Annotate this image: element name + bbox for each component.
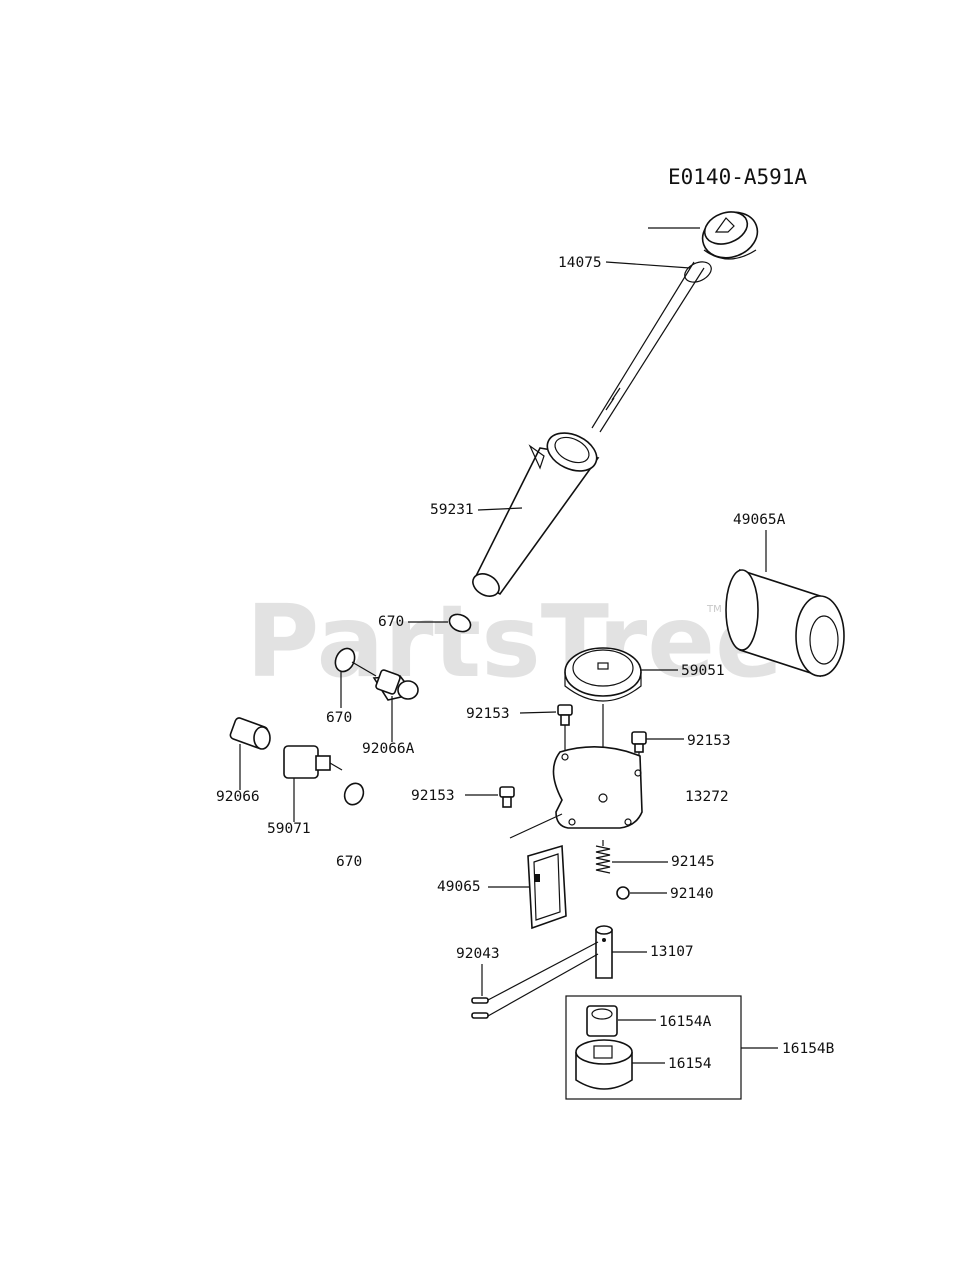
- leader-59231: [477, 507, 523, 511]
- label-13107: 13107: [650, 944, 694, 960]
- ball-icon: [616, 886, 630, 900]
- pin-guide-line-a: [487, 941, 599, 1001]
- label-670-mid: 670: [326, 710, 352, 726]
- o-ring-670-bottom-icon: [343, 782, 365, 806]
- label-92066A: 92066A: [362, 741, 415, 757]
- label-59051: 59051: [681, 663, 725, 679]
- dipstick-rod-icon: [591, 261, 705, 433]
- outer-rotor-icon: [575, 1039, 633, 1090]
- oil-screen-icon: [527, 844, 567, 930]
- label-92066: 92066: [216, 789, 260, 805]
- inner-rotor-icon: [586, 1005, 618, 1037]
- watermark-tm: TM: [706, 604, 722, 615]
- label-92145: 92145: [671, 854, 715, 870]
- label-670-bottom: 670: [336, 854, 362, 870]
- label-16154A: 16154A: [659, 1014, 712, 1030]
- label-92153-c: 92153: [411, 788, 455, 804]
- plug-92066A-icon: [372, 669, 419, 701]
- relief-valve-icon: [283, 745, 343, 779]
- o-ring-dipstick-icon: [684, 261, 712, 283]
- pump-cover-icon: [552, 746, 643, 829]
- label-670-top: 670: [378, 614, 404, 630]
- watermark-text: PartsTree: [246, 583, 783, 700]
- watermark-logo: PartsTree TM: [246, 583, 783, 700]
- diagram-code: E0140-A591A: [668, 165, 807, 189]
- oil-pump-gear-icon: [564, 647, 642, 702]
- label-59231: 59231: [430, 502, 474, 518]
- dipstick-cap-icon: [701, 211, 759, 260]
- o-ring-670-top-icon: [448, 613, 472, 633]
- label-16154: 16154: [668, 1056, 712, 1072]
- leader-14075: [605, 261, 691, 269]
- label-92140: 92140: [670, 886, 714, 902]
- leader-92153-a: [519, 711, 557, 714]
- label-49065: 49065: [437, 879, 481, 895]
- spring-icon: [595, 845, 611, 874]
- oil-filler-tube-icon: [472, 432, 600, 597]
- label-14075: 14075: [558, 255, 602, 271]
- plug-92066-icon: [229, 717, 271, 750]
- pump-shaft-icon: [595, 925, 613, 979]
- label-59071: 59071: [267, 821, 311, 837]
- bolt-92153-b-icon: [631, 731, 647, 753]
- label-49065A: 49065A: [733, 512, 786, 528]
- leader-670-plug: [351, 661, 377, 677]
- label-13272: 13272: [685, 789, 729, 805]
- bolt-92153-c-icon: [499, 786, 515, 808]
- pin-guide-line-b: [487, 953, 599, 1017]
- label-92043: 92043: [456, 946, 500, 962]
- pin-icon: [471, 997, 489, 1019]
- o-ring-670-mid-icon: [334, 647, 356, 673]
- bolt-92153-a-icon: [557, 704, 573, 726]
- leader-pump-cover: [509, 813, 563, 839]
- oil-filter-icon: [725, 568, 845, 678]
- label-16154B: 16154B: [782, 1041, 835, 1057]
- label-92153-b: 92153: [687, 733, 731, 749]
- label-92153-a: 92153: [466, 706, 510, 722]
